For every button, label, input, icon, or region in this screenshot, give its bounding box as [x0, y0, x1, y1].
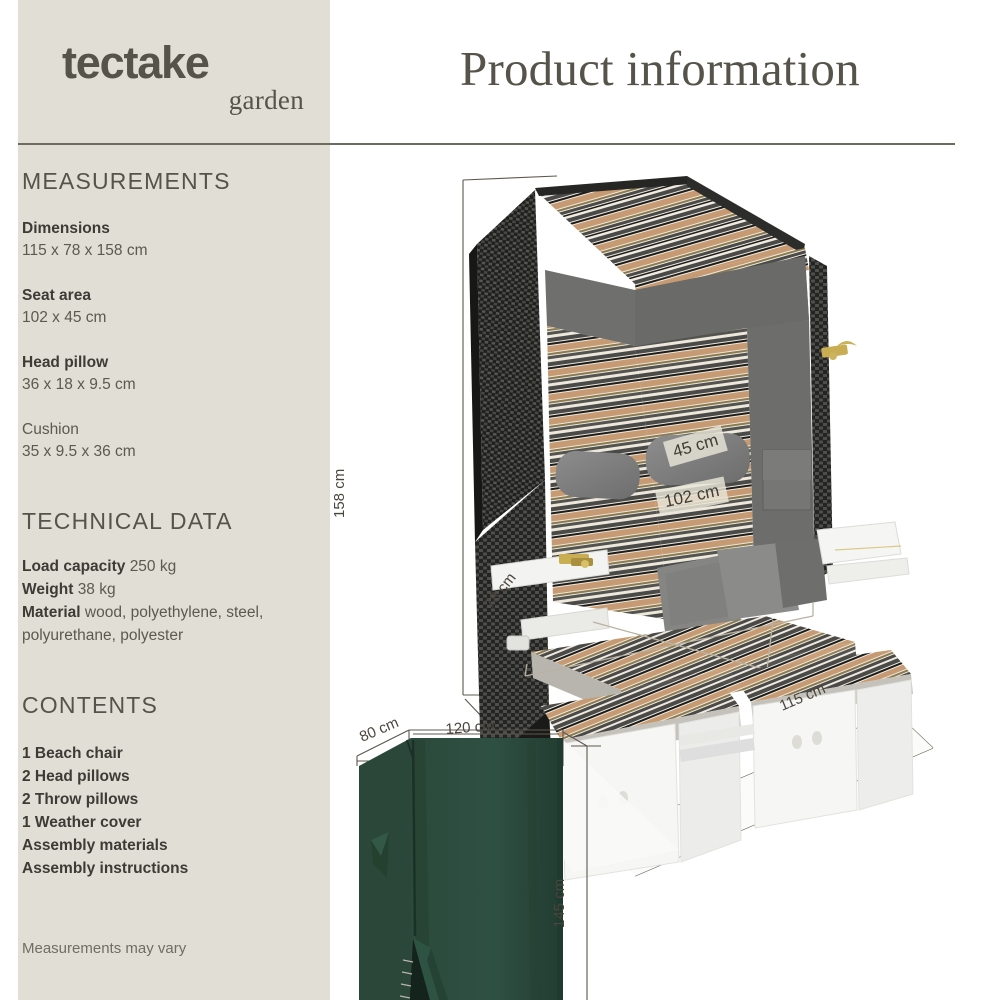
product-drawing [356, 175, 934, 1000]
measurement-label: Cushion [22, 421, 79, 438]
section-heading-technical-data: TECHNICAL DATA [22, 508, 233, 534]
page-title: Product information [460, 41, 860, 96]
list-item: 1 Weather cover [22, 814, 142, 832]
technical-row-weight: Weight 38 kg [22, 579, 312, 602]
section-heading-contents: CONTENTS [22, 692, 159, 718]
footrest-right [731, 650, 914, 829]
dimension-label-height: 158 cm [331, 468, 348, 518]
throw-pillows [657, 538, 827, 632]
technical-data-list: Load capacity 250 kg Weight 38 kg Materi… [22, 556, 312, 648]
list-item: 2 Throw pillows [22, 791, 139, 809]
measurement-value: 35 x 9.5 x 36 cm [22, 443, 136, 461]
technical-value: wood, polyethylene, steel, polyurethane,… [22, 603, 264, 644]
technical-label: Load capacity [22, 558, 126, 575]
brand-logo: tectake garden [62, 40, 312, 114]
list-item: Assembly materials [22, 837, 168, 855]
weather-cover-graphic [356, 729, 601, 1000]
measurement-seat-area: Seat area 102 x 45 cm [22, 285, 312, 330]
cover-dimension-label-width: 120 cm [445, 717, 496, 738]
measurement-head-pillow: Head pillow 36 x 18 x 9.5 cm [22, 352, 312, 397]
measurement-label: Dimensions [22, 220, 110, 237]
measurement-dimensions: Dimensions 115 x 78 x 158 cm [22, 218, 312, 263]
technical-label: Weight [22, 580, 74, 598]
sidebar-panel [18, 0, 330, 1000]
measurement-value: 115 x 78 x 158 cm [22, 242, 148, 260]
measurement-label: Head pillow [22, 354, 109, 371]
list-item: Assembly instructions [22, 860, 189, 878]
technical-label: Material [22, 603, 81, 621]
brand-name: tectake [62, 37, 210, 88]
footnote: Measurements may vary [22, 940, 187, 957]
technical-value: 250 kg [129, 558, 177, 575]
brand-subtitle: garden [228, 85, 304, 115]
measurement-label: Seat area [22, 287, 91, 304]
section-heading-measurements: MEASUREMENTS [22, 168, 231, 194]
technical-row-material: Material wood, polyethylene, steel, poly… [22, 602, 312, 648]
brass-fittings-left [559, 554, 593, 568]
brass-fittings-right [821, 341, 857, 360]
product-illustration-area: 158 cm 78 cm 115 cm 45 cm 102 cm 80 cm 1… [331, 150, 1000, 1000]
cover-dimension-label-height: 145 cm [551, 878, 568, 928]
header-divider [18, 143, 955, 145]
beach-chair-graphic [469, 176, 914, 881]
contents-list: 1 Beach chair 2 Head pillows 2 Throw pil… [22, 742, 312, 881]
measurement-value: 36 x 18 x 9.5 cm [22, 376, 136, 394]
technical-row-load-capacity: Load capacity 250 kg [22, 556, 312, 579]
measurement-cushion: Cushion 35 x 9.5 x 36 cm [22, 419, 312, 464]
technical-value: 38 kg [77, 580, 116, 598]
list-item: 1 Beach chair [22, 745, 123, 762]
list-item: 2 Head pillows [22, 768, 130, 786]
measurement-value: 102 x 45 cm [22, 309, 107, 327]
